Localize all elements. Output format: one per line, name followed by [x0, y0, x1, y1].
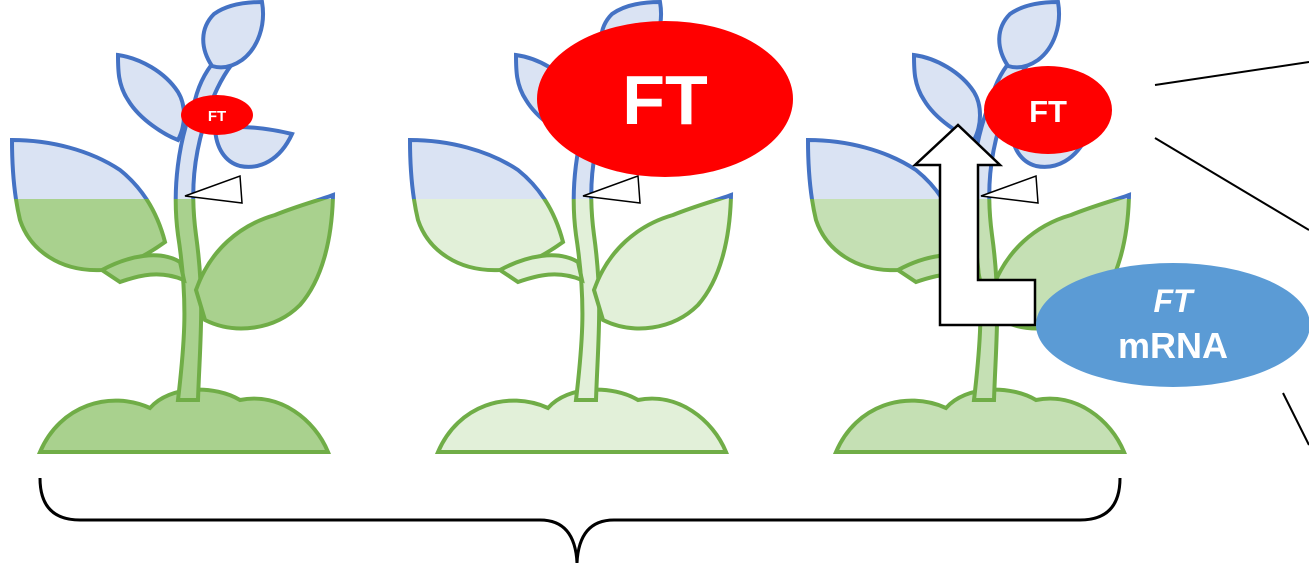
grouping-bracket	[38, 477, 1122, 563]
ft-bubble-small: FT	[181, 95, 253, 135]
ft-medium-label: FT	[1029, 94, 1067, 129]
plant-2	[408, 0, 733, 454]
callout-line-lower	[1154, 137, 1309, 231]
plant-2-triangle-marker	[582, 174, 641, 204]
ft-bubble-large: FT	[537, 21, 793, 177]
plant-1: FT	[10, 0, 335, 454]
plant-1-body	[10, 199, 335, 454]
ft-bubble-medium: FT	[984, 66, 1112, 154]
ft-mrna-bubble: FT mRNA	[1036, 263, 1309, 387]
transport-arrow	[911, 123, 1037, 327]
ft-mrna-italic-label: FT	[1153, 283, 1195, 319]
plant-1-triangle-marker	[184, 174, 243, 204]
mrna-label: mRNA	[1118, 325, 1228, 366]
ft-small-label: FT	[208, 108, 226, 125]
plant-3-triangle-marker	[980, 174, 1039, 204]
callout-line-upper	[1154, 61, 1309, 86]
callout-line-bottom	[1282, 392, 1309, 446]
ft-large-label: FT	[622, 61, 708, 139]
plant-3	[806, 0, 1131, 454]
